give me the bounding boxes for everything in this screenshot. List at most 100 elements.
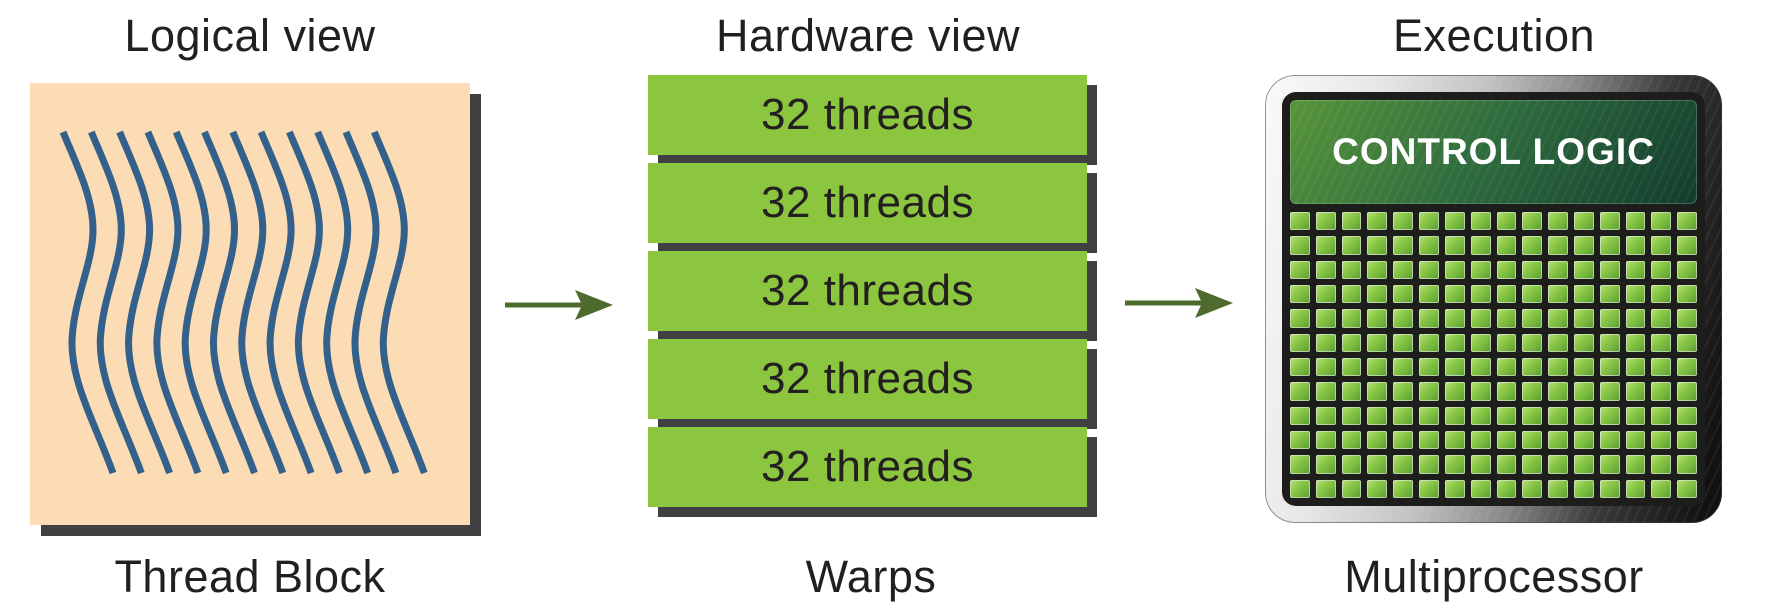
core-cell [1573,358,1594,377]
core-cell [1341,333,1362,352]
warp-bar-label: 32 threads [761,90,974,139]
core-cell [1367,382,1388,401]
core-cell [1341,455,1362,474]
core-cell [1419,406,1439,425]
core-cell [1522,382,1543,401]
core-cell [1315,236,1336,255]
core-cell [1522,236,1543,255]
core-cell [1290,260,1310,279]
core-cell [1599,455,1620,474]
core-cell [1419,455,1439,474]
core-cell [1496,236,1517,255]
core-cell [1470,431,1491,450]
core-cell [1444,309,1465,328]
core-cell [1341,479,1362,498]
core-cell [1522,309,1543,328]
core-cell [1599,236,1620,255]
core-cell [1599,382,1620,401]
core-cell [1496,358,1517,377]
chip-die: CONTROL LOGIC [1282,92,1705,506]
core-cell [1341,382,1362,401]
core-cell [1367,236,1388,255]
core-cell [1290,333,1310,352]
arrow-logical-to-hardware [505,290,613,320]
core-cell [1522,431,1543,450]
core-cell [1651,382,1672,401]
core-cell [1341,236,1362,255]
warp-bar-label: 32 threads [761,442,974,491]
core-cell [1419,285,1439,304]
core-cell [1677,479,1697,498]
core-cell [1625,431,1646,450]
control-logic-panel: CONTROL LOGIC [1290,100,1697,204]
core-cell [1341,260,1362,279]
core-cell [1677,260,1697,279]
core-cell [1367,285,1388,304]
thread-line [257,130,315,475]
core-cell [1677,406,1697,425]
core-cell [1599,212,1620,231]
core-cell [1444,358,1465,377]
core-cell [1341,285,1362,304]
core-cell [1522,406,1543,425]
thread-block-box [30,83,470,525]
core-cell [1677,431,1697,450]
core-cell [1496,479,1517,498]
core-cell [1393,431,1414,450]
thread-line [229,130,287,475]
thread-line [172,130,230,475]
core-cell [1393,382,1414,401]
core-cell [1315,333,1336,352]
multiprocessor-chip: CONTROL LOGIC [1265,75,1722,523]
core-cell [1573,431,1594,450]
core-cell [1470,333,1491,352]
core-cell [1651,479,1672,498]
core-cell [1315,212,1336,231]
core-cell [1290,479,1310,498]
core-cell [1341,309,1362,328]
core-cell [1599,333,1620,352]
core-cell [1393,236,1414,255]
thread-line [88,130,145,475]
core-cell [1573,333,1594,352]
core-cell [1522,455,1543,474]
core-cell [1573,285,1594,304]
core-cell [1444,285,1465,304]
core-cell [1625,406,1646,425]
thread-lines-graphic [59,130,428,475]
core-cell [1315,479,1336,498]
core-cell [1393,212,1414,231]
core-cell [1548,236,1568,255]
core-cell [1290,406,1310,425]
core-cell [1419,260,1439,279]
core-cell [1444,406,1465,425]
core-cell [1393,309,1414,328]
core-cell [1470,382,1491,401]
core-cell [1290,236,1310,255]
multiprocessor-caption: Multiprocessor [1344,551,1644,602]
core-cell [1290,285,1310,304]
core-cell [1444,455,1465,474]
core-cell [1677,212,1697,231]
core-cell [1573,236,1594,255]
core-cell [1496,333,1517,352]
core-cell [1573,455,1594,474]
core-cell [1548,479,1568,498]
core-cell [1599,260,1620,279]
core-cell [1496,285,1517,304]
core-cell [1625,333,1646,352]
core-cell [1496,260,1517,279]
thread-line [371,130,428,475]
core-cell [1367,309,1388,328]
logical-view-title: Logical view [124,10,376,61]
core-cell [1548,285,1568,304]
core-cell [1522,479,1543,498]
core-cell [1290,212,1310,231]
core-cell [1548,382,1568,401]
warp-bar-label: 32 threads [761,354,974,403]
core-cell [1470,358,1491,377]
core-cell [1522,260,1543,279]
core-cell [1599,431,1620,450]
core-cell [1651,333,1672,352]
